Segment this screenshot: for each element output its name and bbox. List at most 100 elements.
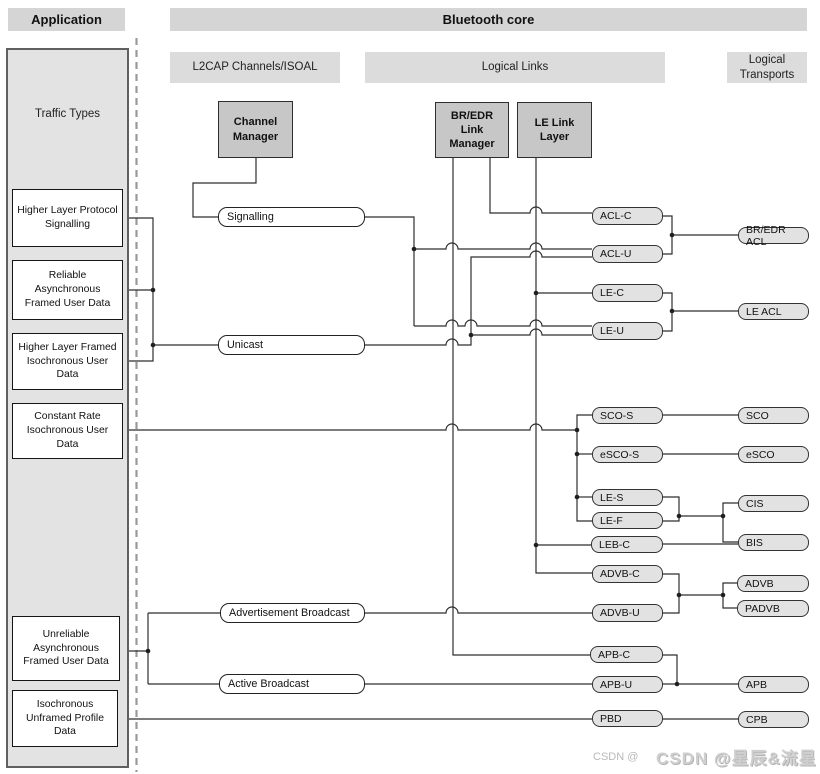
node-advb: ADVB [737, 575, 809, 592]
padvb-label: PADVB [745, 602, 780, 615]
node-cpb: CPB [738, 711, 809, 728]
connector-line [722, 516, 738, 543]
apb-u-label: APB-U [600, 678, 633, 691]
higher-layer-protocol-signalling-label: Higher Layer Protocol Signalling [17, 205, 118, 230]
node-higher-layer-framed-isochronous-user-data: Higher Layer Framed Isochronous User Dat… [12, 333, 123, 390]
junction-dot [533, 542, 539, 548]
connector-line [722, 582, 737, 595]
apb-label: APB [746, 678, 768, 691]
junction-dot [674, 681, 680, 687]
traffic-types-title: Traffic Types [35, 108, 100, 120]
esco-s-label: eSCO-S [600, 448, 640, 461]
connector-line [414, 242, 592, 250]
node-le-s: LE-S [592, 489, 663, 506]
node-constant-rate-isochronous-user-data: Constant Rate Isochronous User Data [12, 403, 123, 459]
cis-label: CIS [746, 497, 764, 510]
connector-line [414, 319, 592, 327]
logical-transports-column-label: Logical Transports [739, 54, 795, 81]
node-acl-u: ACL-U [592, 245, 663, 263]
l2cap-column-header: L2CAP Channels/ISOAL [170, 52, 340, 83]
connector-line [663, 573, 680, 595]
connector-line [663, 215, 673, 235]
node-padvb: PADVB [737, 600, 809, 617]
bis-label: BIS [746, 536, 763, 549]
node-le-u: LE-U [592, 322, 663, 340]
junction-dot [669, 308, 675, 314]
connector-line [663, 496, 680, 516]
channel-manager-label: Channel Manager [232, 116, 279, 143]
node-le-c: LE-C [592, 284, 663, 302]
node-apb-c: APB-C [590, 646, 663, 663]
junction-dot [145, 648, 151, 654]
node-unreliable-asynchronous-framed-user-data: Unreliable Asynchronous Framed User Data [12, 616, 120, 681]
node-bredr-acl: BR/EDR ACL [738, 224, 809, 248]
sco-s-label: SCO-S [600, 409, 634, 422]
sco-label: SCO [746, 409, 769, 422]
junction-dot [533, 290, 539, 296]
connector-line [365, 216, 415, 326]
connector-line [452, 158, 590, 656]
active-broadcast-label: Active Broadcast [228, 678, 310, 690]
junction-dot [574, 494, 580, 500]
reliable-asynchronous-framed-user-data-label: Reliable Asynchronous Framed User Data [24, 270, 111, 309]
node-reliable-asynchronous-framed-user-data: Reliable Asynchronous Framed User Data [12, 260, 123, 320]
advb-label: ADVB [745, 577, 774, 590]
logical-transports-column-header: Logical Transports [727, 52, 807, 83]
node-esco: eSCO [738, 446, 809, 463]
connector-line [663, 292, 673, 311]
junction-dot [574, 451, 580, 457]
connector-line [663, 654, 678, 684]
junction-dot [150, 342, 156, 348]
le-u-label: LE-U [600, 325, 624, 337]
node-le-acl: LE ACL [738, 303, 809, 320]
bluetooth-core-header-label: Bluetooth core [442, 12, 535, 27]
junction-dot [468, 332, 474, 338]
connector-line [123, 217, 218, 346]
unreliable-asynchronous-framed-user-data-label: Unreliable Asynchronous Framed User Data [23, 628, 109, 668]
connector-line [663, 311, 673, 332]
advb-u-label: ADVB-U [600, 607, 640, 619]
bredr-acl-label: BR/EDR ACL [746, 223, 786, 248]
connector-line [470, 250, 592, 335]
application-header: Application [8, 8, 125, 31]
l2cap-column-label: L2CAP Channels/ISOAL [192, 61, 318, 74]
constant-rate-isochronous-user-data-label: Constant Rate Isochronous User Data [26, 411, 109, 450]
connector-line [663, 235, 673, 255]
bredr-link-manager-label: BR/EDR Link Manager [449, 109, 495, 151]
node-advb-u: ADVB-U [592, 604, 663, 622]
connector-line [489, 158, 592, 214]
connector-line [722, 595, 737, 609]
higher-layer-framed-isochronous-user-data-label: Higher Layer Framed Isochronous User Dat… [18, 341, 117, 381]
signalling-label: Signalling [227, 211, 274, 223]
node-esco-s: eSCO-S [592, 446, 663, 463]
node-apb: APB [738, 676, 809, 693]
junction-dot [676, 513, 682, 519]
junction-dot [411, 246, 417, 252]
connector-line [576, 414, 592, 522]
cpb-label: CPB [746, 713, 768, 726]
junction-dot [676, 592, 682, 598]
connector-line [663, 595, 680, 614]
logical-links-column-label: Logical Links [481, 61, 549, 74]
connector-line [365, 606, 592, 614]
connector-line [192, 158, 257, 218]
node-acl-c: ACL-C [592, 207, 663, 225]
junction-dot [720, 592, 726, 598]
acl-u-label: ACL-U [600, 248, 632, 260]
node-advb-c: ADVB-C [592, 565, 663, 583]
junction-dot [669, 232, 675, 238]
watermark-large: CSDN @星辰&流星 [656, 749, 817, 768]
node-sco: SCO [738, 407, 809, 424]
junction-dot [720, 513, 726, 519]
esco-label: eSCO [746, 448, 775, 461]
node-channel-manager: Channel Manager [218, 101, 293, 158]
node-signalling: Signalling [218, 207, 365, 227]
node-active-broadcast: Active Broadcast [219, 674, 365, 694]
node-pbd: PBD [592, 710, 663, 727]
apb-c-label: APB-C [598, 648, 631, 661]
le-f-label: LE-F [600, 514, 623, 527]
junction-dot [150, 287, 156, 293]
bluetooth-core-header: Bluetooth core [170, 8, 807, 31]
node-bredr-link-manager: BR/EDR Link Manager [435, 102, 509, 158]
